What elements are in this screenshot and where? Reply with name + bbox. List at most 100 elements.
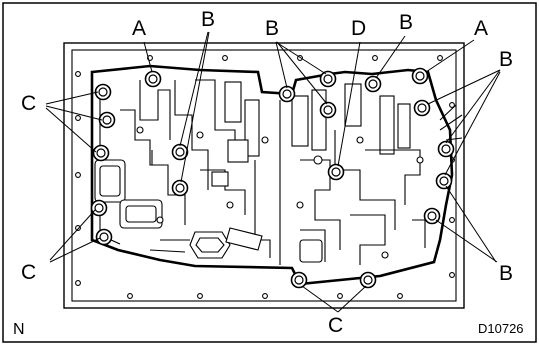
body-channel bbox=[254, 160, 271, 258]
body-valve-bore bbox=[379, 95, 395, 155]
figure-code: D10726 bbox=[478, 321, 524, 336]
body-port bbox=[381, 251, 389, 259]
body-valve-bore bbox=[227, 139, 249, 163]
leader-line bbox=[445, 69, 501, 144]
bolt-c bbox=[290, 271, 308, 289]
callout-a-right: A bbox=[474, 17, 488, 40]
flange-hole bbox=[397, 293, 403, 299]
valve-body-details bbox=[94, 79, 463, 265]
bolt-b bbox=[435, 172, 453, 190]
leader-line bbox=[49, 209, 96, 261]
bolt-b bbox=[319, 70, 337, 88]
body-channel bbox=[350, 214, 386, 265]
leader-line bbox=[45, 107, 97, 153]
bolt-c bbox=[94, 83, 112, 101]
bolt-b bbox=[278, 85, 296, 103]
body-channel bbox=[174, 80, 209, 190]
leader-line bbox=[444, 71, 501, 176]
body-strainer bbox=[195, 237, 225, 253]
body-accumulator bbox=[299, 239, 323, 263]
leader-line bbox=[427, 69, 501, 105]
body-port bbox=[416, 156, 424, 164]
bolts bbox=[90, 67, 455, 289]
callout-b-lower-right: B bbox=[499, 262, 513, 285]
bolt-b bbox=[423, 207, 441, 225]
callout-b-top-right: B bbox=[399, 11, 413, 34]
bolt-b bbox=[437, 140, 455, 158]
callout-c-left-lower: C bbox=[21, 261, 36, 284]
flange-hole bbox=[75, 172, 81, 178]
leader-line bbox=[337, 41, 361, 167]
flange-hole bbox=[75, 115, 81, 121]
body-pocket bbox=[99, 165, 121, 197]
bolt-b bbox=[413, 99, 431, 117]
flange-hole bbox=[337, 293, 343, 299]
callout-a-left: A bbox=[132, 17, 146, 40]
callout-b-top: B bbox=[201, 8, 215, 31]
leader-line bbox=[301, 285, 339, 313]
orientation-mark: N bbox=[13, 321, 25, 338]
callout-b-top-center: B bbox=[265, 17, 279, 40]
body-pocket bbox=[125, 205, 157, 223]
flange-hole bbox=[437, 55, 443, 61]
leader-line bbox=[375, 35, 406, 79]
body-channel bbox=[139, 80, 171, 140]
flange-hole bbox=[222, 55, 228, 61]
body-port bbox=[136, 126, 144, 134]
flange-hole bbox=[372, 55, 378, 61]
bolt-d bbox=[327, 163, 345, 181]
body-port bbox=[356, 136, 364, 144]
body-port bbox=[226, 201, 234, 209]
flange-hole bbox=[197, 293, 203, 299]
body-port bbox=[261, 136, 269, 144]
body-pocket bbox=[119, 199, 163, 229]
body-pocket bbox=[94, 159, 126, 203]
leader-line bbox=[45, 105, 103, 121]
body-tube bbox=[225, 227, 263, 251]
body-channel bbox=[149, 239, 190, 253]
leader-line bbox=[180, 31, 210, 183]
body-valve-bore bbox=[311, 89, 327, 151]
flange-holes bbox=[75, 55, 455, 299]
body-valve-bore bbox=[224, 81, 242, 123]
callout-b-right: B bbox=[499, 48, 513, 71]
flange-inner-edge bbox=[71, 49, 457, 302]
bolt-c bbox=[90, 199, 108, 217]
leader-line bbox=[179, 31, 209, 147]
body-channel bbox=[200, 169, 246, 215]
bolt-c bbox=[92, 144, 110, 162]
body-valve-bore bbox=[344, 83, 362, 127]
flange-hole bbox=[75, 71, 81, 77]
bolt-c bbox=[95, 228, 113, 246]
leader-line bbox=[45, 91, 99, 105]
body-channel bbox=[151, 150, 186, 225]
flange-hole bbox=[75, 280, 81, 286]
bolt-b bbox=[364, 75, 382, 93]
bolt-b bbox=[319, 101, 337, 119]
leader-line bbox=[49, 237, 101, 263]
body-channel bbox=[365, 149, 421, 205]
leader-line bbox=[435, 219, 498, 263]
flange-hole bbox=[449, 102, 455, 108]
bolt-b bbox=[171, 179, 189, 197]
flange-hole bbox=[262, 293, 268, 299]
body-port bbox=[196, 131, 204, 139]
flange-hole bbox=[75, 225, 81, 231]
callout-c-bottom: C bbox=[328, 314, 343, 337]
body-port bbox=[296, 201, 304, 209]
leader-line bbox=[425, 39, 475, 73]
leader-line bbox=[276, 41, 328, 105]
flange-hole bbox=[449, 217, 455, 223]
body-valve-bore bbox=[397, 103, 411, 149]
callout-d: D bbox=[351, 17, 366, 40]
bolt-c bbox=[98, 111, 116, 129]
leader-line bbox=[275, 41, 327, 75]
leader-line bbox=[337, 285, 367, 313]
leader-lines bbox=[45, 31, 501, 313]
leader-line bbox=[445, 185, 497, 263]
flange-hole bbox=[127, 293, 133, 299]
valve-body-outline bbox=[90, 64, 454, 286]
body-valve-bore bbox=[291, 95, 309, 147]
